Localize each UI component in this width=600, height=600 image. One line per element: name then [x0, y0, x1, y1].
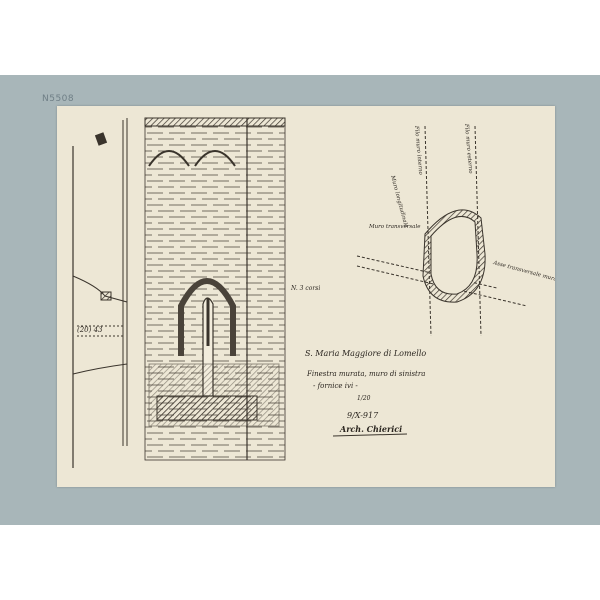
drawing-sheet: (20) 43 N. 3 corsi Muro transversale Ass… — [57, 106, 555, 487]
drawing-subtitle: Finestra murata, muro di sinistra — [306, 370, 425, 378]
plan-label-top: Muro longitudinale — [389, 174, 409, 229]
drawing-subtitle-2: - fornice ivi - — [313, 382, 358, 390]
drawing-date: 9/X-917 — [347, 411, 379, 420]
signature-underline — [332, 433, 408, 437]
accession-number: N5508 — [42, 94, 75, 104]
plan-label-left: Muro transversale — [368, 224, 421, 230]
architectural-drawing: (20) 43 N. 3 corsi Muro transversale Ass… — [72, 117, 555, 468]
plan-axis-label-1: Filo muro interno — [413, 125, 423, 176]
elevation-note: N. 3 corsi — [290, 285, 320, 292]
dimension-label: (20) 43 — [77, 326, 103, 334]
drawing-title: S. Maria Maggiore di Lomello — [305, 349, 426, 358]
plan-label-right: Asse transversale murato — [492, 260, 555, 285]
window-elevation — [144, 117, 286, 461]
wall-section — [72, 118, 128, 468]
plan-axis-label-2: Filo muro esterno — [463, 123, 473, 175]
window-plan — [356, 125, 528, 337]
signature: Arch. Chierici — [339, 424, 402, 434]
drawing-scale: 1/20 — [357, 395, 371, 402]
